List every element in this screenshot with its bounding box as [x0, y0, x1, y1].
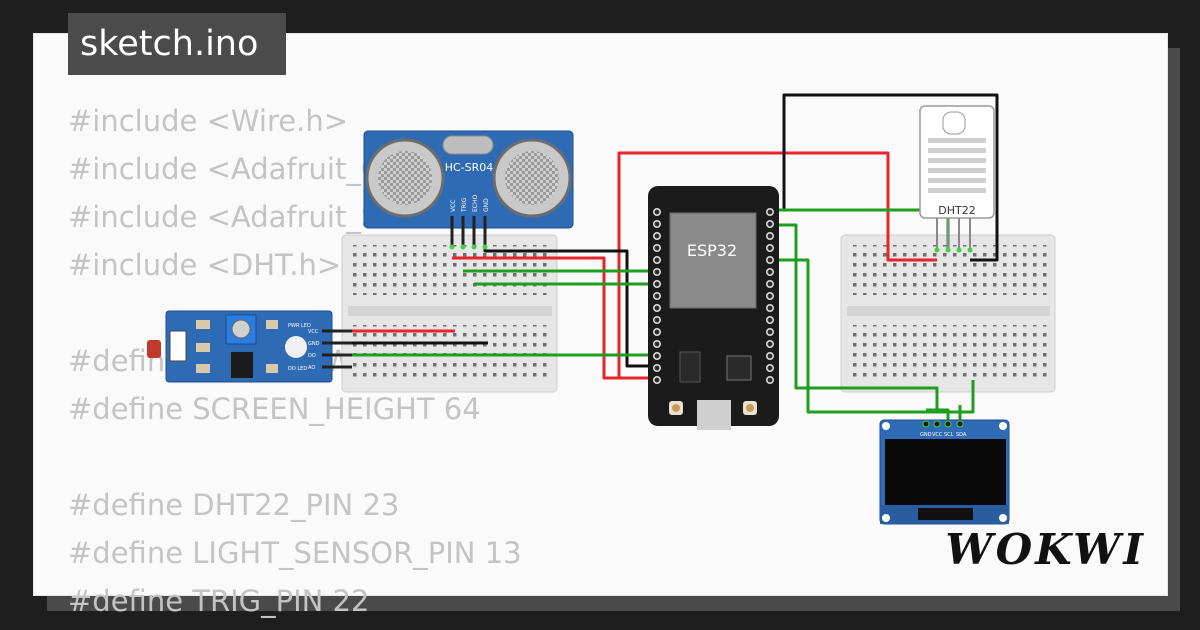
svg-text:DO: DO — [308, 353, 316, 359]
dht22-title: DHT22 — [938, 204, 975, 217]
breadboard-right — [840, 234, 1056, 393]
file-name-tab: sketch.ino — [68, 13, 286, 75]
svg-text:AO: AO — [308, 365, 315, 371]
code-line: #define DHT22_PIN 23 — [68, 488, 400, 522]
code-line: #define LIGHT_SENSOR_PIN 13 — [68, 536, 522, 570]
ultrasonic-title: HC-SR04 — [445, 161, 494, 174]
svg-text:PWR LED: PWR LED — [288, 323, 311, 329]
light-sensor-module[interactable]: PWR LED DO LED VCC GND DO AO — [147, 310, 352, 383]
svg-text:ECHO: ECHO — [472, 195, 479, 212]
svg-text:VCC: VCC — [450, 200, 457, 212]
dht22-sensor[interactable]: DHT22 — [919, 105, 995, 253]
wokwi-logo: WOKWI — [945, 525, 1146, 574]
svg-text:VCC: VCC — [932, 432, 943, 438]
code-line: #define TRIG_PIN 22 — [68, 584, 370, 618]
svg-text:VCC: VCC — [308, 329, 319, 335]
code-line: #define SCREEN_HEIGHT 64 — [68, 392, 481, 426]
svg-text:GND: GND — [483, 198, 490, 212]
oled-display[interactable]: GND VCC SCL SDA — [879, 419, 1010, 525]
ultrasonic-sensor[interactable]: HC-SR04 VCC TRIG ECHO GND — [363, 130, 574, 250]
esp32-board[interactable]: ESP32 — [648, 186, 779, 430]
code-line: #include <DHT.h> — [68, 248, 342, 282]
svg-text:GND: GND — [920, 432, 932, 438]
svg-text:DO LED: DO LED — [288, 366, 307, 372]
svg-text:SDA: SDA — [956, 432, 967, 438]
svg-text:TRIG: TRIG — [461, 197, 468, 213]
code-line: #include <Wire.h> — [68, 104, 349, 138]
svg-text:GND: GND — [308, 341, 320, 347]
esp32-title: ESP32 — [687, 241, 737, 260]
svg-text:SCL: SCL — [944, 432, 954, 438]
